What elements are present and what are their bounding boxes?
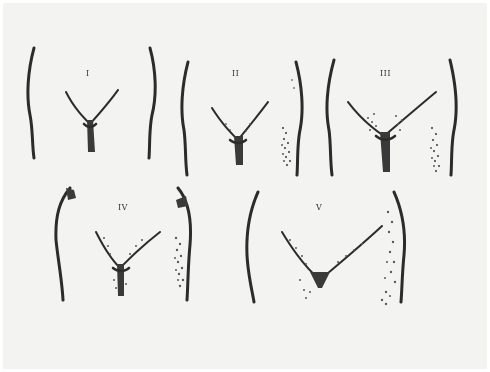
stage-5-stipple-thigh: [381, 211, 396, 305]
stage-2-pubic-region: [234, 136, 243, 165]
stage-1-right-contour: [149, 48, 155, 158]
stage-4-left-contour: [56, 188, 70, 300]
stage-4: IV: [56, 188, 191, 300]
stage-5: V: [247, 192, 405, 305]
stage-2-left-contour: [182, 62, 188, 175]
stage-1-groin-lines: [66, 90, 118, 124]
stage-4-left-hip-mark: [66, 188, 76, 200]
stage-5-label: V: [315, 203, 322, 212]
stage-1-left-contour: [28, 48, 34, 158]
stage-5-groin-lines: [282, 226, 382, 280]
stage-3: III: [327, 60, 456, 175]
stage-5-left-contour: [247, 192, 258, 302]
stage-3-stipple-thigh: [430, 127, 440, 172]
stage-2-stipple-thigh: [281, 127, 291, 166]
stage-4-right-hip-mark: [176, 196, 188, 208]
stage-3-groin-lines: [348, 92, 436, 136]
stage-2-stipple-pubic: [225, 79, 295, 132]
stage-2: II: [182, 62, 302, 175]
stage-4-groin-lines: [96, 232, 160, 268]
stage-2-groin-lines: [212, 102, 268, 140]
stage-3-label: III: [380, 69, 391, 78]
stage-4-pubic-region: [117, 264, 124, 296]
stage-5-pubic-region: [310, 272, 330, 288]
stage-2-right-contour: [296, 62, 302, 175]
stage-1-label: I: [86, 69, 90, 78]
stage-3-right-contour: [450, 60, 456, 175]
stage-5-right-contour: [394, 192, 405, 302]
stage-2-label: II: [232, 69, 239, 78]
stage-5-stipple-pubic: [289, 239, 363, 299]
stage-1: I: [28, 48, 155, 158]
stage-4-stipple-thigh: [174, 237, 184, 287]
stage-3-left-contour: [327, 60, 334, 175]
stage-4-label: IV: [118, 203, 128, 212]
